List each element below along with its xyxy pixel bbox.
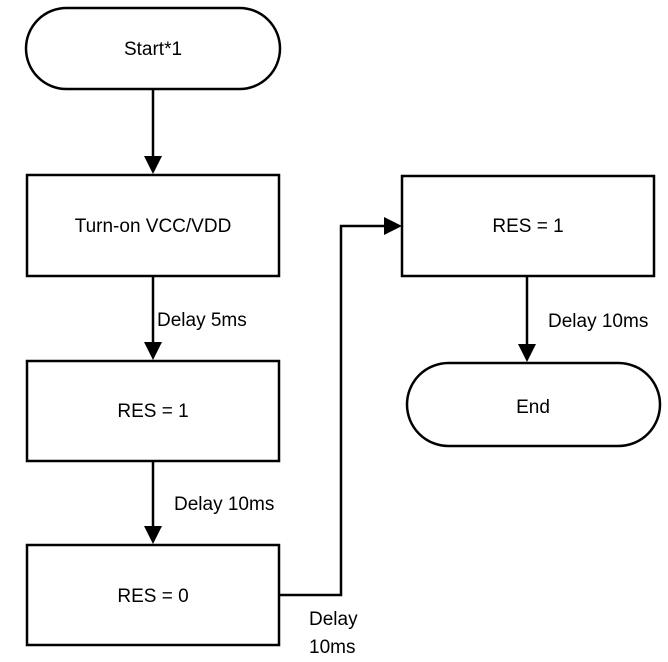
delay-5ms-label: Delay 5ms [157, 310, 247, 331]
connector-res-high-second-to-end [518, 276, 536, 362]
end-label: End [516, 397, 550, 418]
res-high-second-label: RES = 1 [492, 216, 563, 237]
connector-power-on-to-res-high [144, 276, 162, 360]
power-on-process-box: Turn-on VCC/VDD [25, 173, 281, 278]
res-high-process-box: RES = 1 [25, 359, 281, 463]
end-terminator: End [405, 361, 662, 448]
connector-start-to-power-on [144, 89, 162, 174]
res-low-label: RES = 0 [117, 586, 188, 607]
start-label: Start*1 [124, 39, 182, 60]
start-terminator: Start*1 [24, 6, 282, 91]
delay-10ms-label-second: Delay 10ms [548, 311, 648, 332]
delay-label-line1: Delay [309, 609, 358, 630]
res-high-label: RES = 1 [117, 401, 188, 422]
connector-res-low-to-res-high-second [279, 217, 402, 597]
res-low-process-box: RES = 0 [25, 543, 281, 647]
power-on-label: Turn-on VCC/VDD [75, 216, 232, 237]
res-high-second-process-box: RES = 1 [400, 174, 656, 278]
connector-res-high-to-res-low [144, 461, 162, 544]
delay-label-line2: 10ms [309, 637, 355, 658]
delay-10ms-label-first: Delay 10ms [174, 494, 274, 515]
